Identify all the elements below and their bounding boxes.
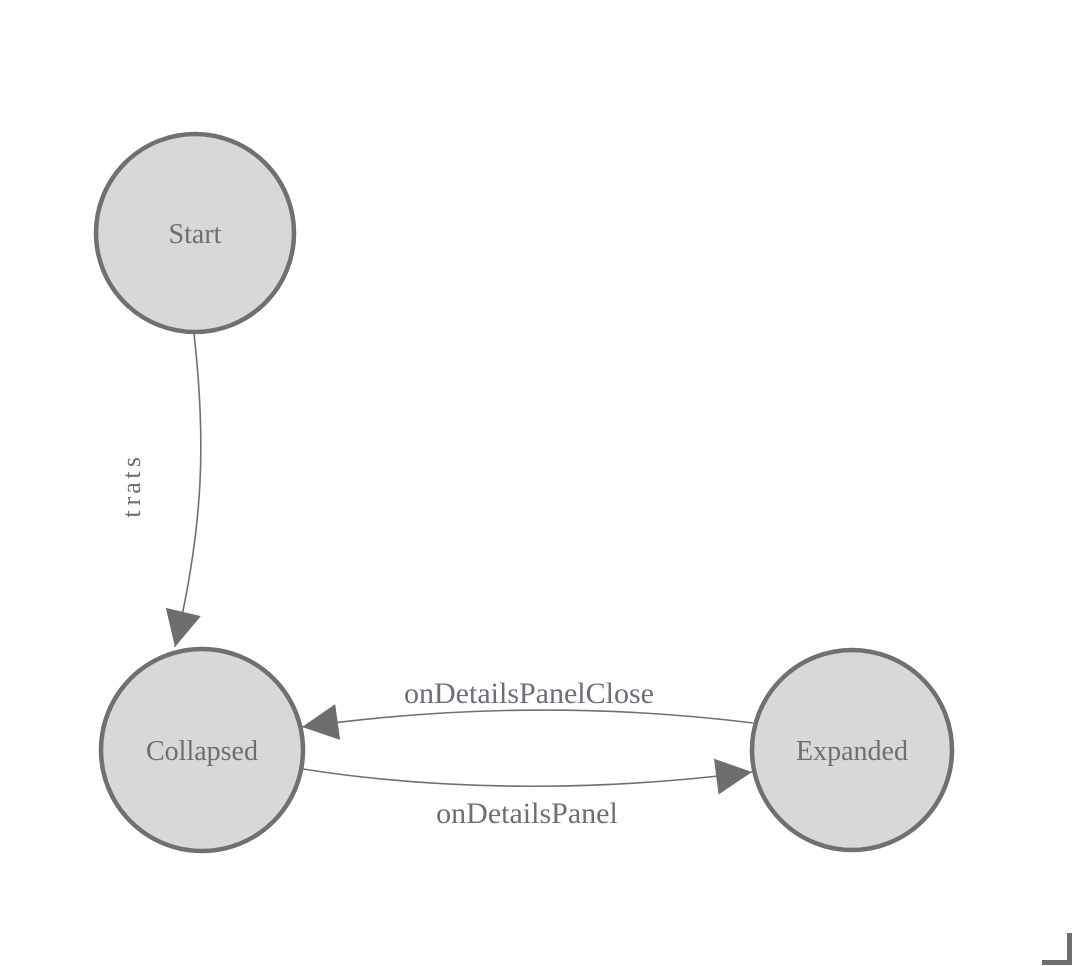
transition-label: onDetailsPanel	[436, 797, 618, 830]
transition-label-char: a	[117, 482, 146, 494]
state-node-start[interactable]: Start	[93, 131, 297, 335]
transition-edge[interactable]	[165, 333, 202, 648]
state-node-collapsed[interactable]: Collapsed	[98, 646, 306, 854]
edge-expanded-to-collapsed: onDetailsPanelClose	[301, 677, 754, 740]
state-circle[interactable]	[98, 646, 306, 854]
transition-label-char: t	[117, 510, 146, 518]
canvas-corner-mark	[1042, 933, 1072, 965]
state-node-expanded[interactable]: Expanded	[749, 647, 955, 853]
transition-label: onDetailsPanelClose	[404, 677, 654, 710]
corner-mark-layer	[1042, 933, 1072, 965]
state-circle[interactable]	[93, 131, 297, 335]
transition-label-char: t	[117, 471, 146, 479]
transition-label-char: s	[117, 457, 146, 467]
state-circle[interactable]	[749, 647, 955, 853]
transition-label-char: r	[117, 496, 146, 505]
edge-collapsed-to-expanded: onDetailsPanel	[302, 758, 753, 830]
transition-edge[interactable]	[301, 704, 754, 740]
transition-edge[interactable]	[302, 758, 753, 795]
